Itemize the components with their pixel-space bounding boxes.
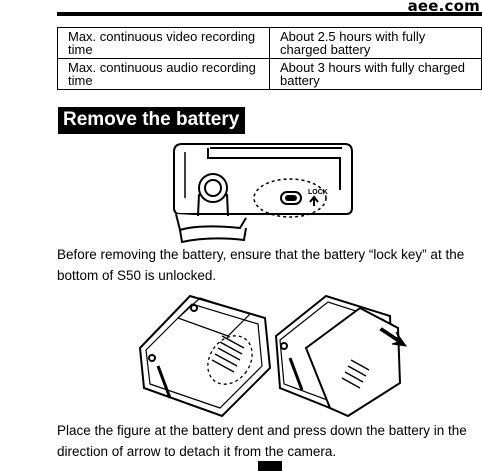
header-rule [57, 12, 482, 16]
paragraph-detach-instruction: Place the figure at the battery dent and… [57, 423, 467, 459]
arrow-down-icon [379, 327, 408, 347]
section-title: Remove the battery [58, 107, 246, 134]
camera-bottom-lock-illustration: LOCK [173, 143, 353, 243]
table-cell-value: About 2.5 hours with fully charged batte… [269, 27, 482, 59]
table-cell-label: Max. continuous audio recording time [57, 58, 270, 90]
table-row: Max. continuous video recording time Abo… [57, 27, 482, 59]
lock-label: LOCK [308, 189, 328, 196]
table-cell-value: About 3 hours with fully charged battery [269, 58, 482, 90]
paragraph-unlock-instruction: Before removing the battery, ensure that… [57, 247, 465, 283]
recording-time-table: Max. continuous video recording time Abo… [57, 27, 482, 90]
brand-logo-text: aee.com [407, 0, 480, 15]
battery-removal-illustration [138, 294, 408, 418]
table-row: Max. continuous audio recording time Abo… [57, 58, 482, 90]
table-cell-label: Max. continuous video recording time [57, 27, 270, 59]
page-tab-marker [258, 461, 282, 471]
